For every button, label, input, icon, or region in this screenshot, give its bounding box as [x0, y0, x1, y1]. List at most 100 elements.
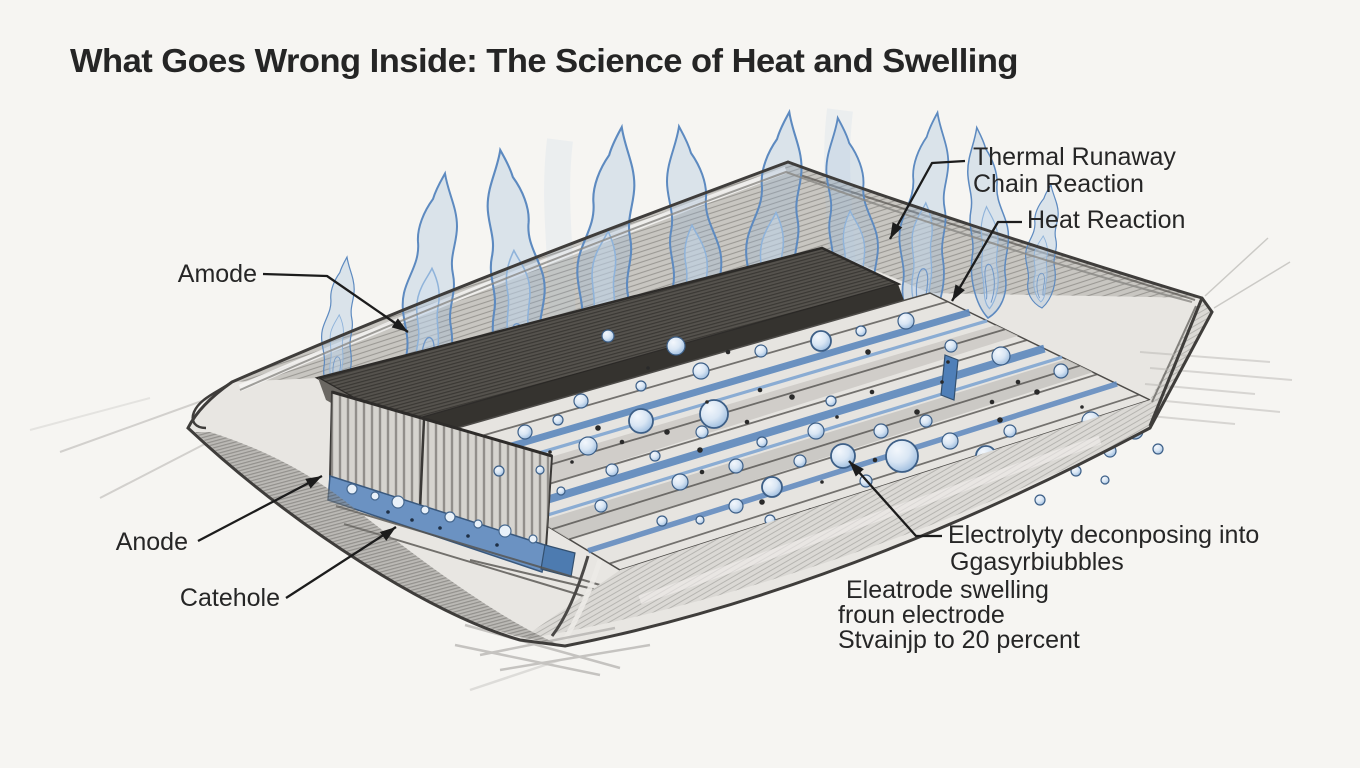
- heat-reaction-leader-line: [951, 220, 1022, 302]
- bubble: [944, 339, 958, 353]
- anode-label: Anode: [116, 528, 188, 556]
- electrolyte-label-line2: Ggasyrbiubbles: [950, 548, 1124, 576]
- swelling-label-line3: Stvainjp to 20 percent: [838, 626, 1080, 654]
- cathode-leader-line: [285, 526, 397, 599]
- bubble: [744, 419, 750, 425]
- bubble: [1152, 443, 1164, 455]
- bubble: [601, 329, 615, 343]
- bubble: [914, 409, 920, 415]
- label-swelling: Eleatrode swelling froun electrode Stvai…: [838, 576, 1080, 654]
- bubble: [535, 465, 545, 475]
- bubble: [761, 476, 783, 498]
- bubble: [756, 436, 768, 448]
- bubble: [466, 534, 470, 538]
- bubble: [793, 454, 807, 468]
- bubble: [897, 312, 915, 330]
- bubble: [728, 458, 744, 474]
- swelling-label-line1: Eleatrode swelling: [846, 576, 1049, 604]
- page-title: What Goes Wrong Inside: The Science of H…: [70, 42, 1018, 79]
- bubble: [940, 380, 944, 384]
- thermal-runaway-label-line2: Chain Reaction: [973, 170, 1144, 198]
- bubble: [1100, 475, 1110, 485]
- bubble: [671, 473, 689, 491]
- bubble: [573, 393, 589, 409]
- bubble: [759, 499, 765, 505]
- bubble: [605, 463, 619, 477]
- bubble: [391, 495, 405, 509]
- bubble: [872, 457, 878, 463]
- bubble: [386, 510, 390, 514]
- bubble: [493, 465, 505, 477]
- anode-leader-line: [197, 474, 323, 543]
- bubble: [656, 515, 668, 527]
- bubble: [635, 380, 647, 392]
- bubble: [873, 423, 889, 439]
- bubble: [789, 394, 795, 400]
- bubble: [646, 366, 650, 370]
- electrode-layer-stack: [406, 292, 1153, 571]
- bubble: [578, 436, 598, 456]
- amode-arrowhead: [391, 318, 408, 332]
- bubble: [619, 439, 625, 445]
- bubble: [495, 543, 499, 547]
- bubble: [473, 519, 483, 529]
- amode-label: Amode: [178, 260, 257, 288]
- bubble: [552, 414, 564, 426]
- bubble: [664, 429, 670, 435]
- bubble: [517, 424, 533, 440]
- bubble: [692, 362, 710, 380]
- bubble: [699, 399, 729, 429]
- bubble: [628, 408, 654, 434]
- bubble: [697, 447, 703, 453]
- bubble: [807, 422, 825, 440]
- bubble: [991, 346, 1011, 366]
- bubble: [885, 439, 919, 473]
- thermal-runaway-label-line1: Thermal Runaway: [973, 143, 1176, 171]
- bubble: [1034, 494, 1046, 506]
- pouch-outline: [186, 160, 1214, 648]
- bubble: [810, 330, 832, 352]
- bubble: [695, 515, 705, 525]
- bubble: [594, 499, 608, 513]
- bubble: [370, 491, 380, 501]
- right-corner-strokes: [1139, 237, 1293, 425]
- bubble: [548, 450, 552, 454]
- bubble: [869, 389, 875, 395]
- bubble: [695, 425, 709, 439]
- bubble: [728, 498, 744, 514]
- bubble: [444, 511, 456, 523]
- electrolyte-arrowhead: [849, 461, 864, 477]
- label-cathode: Catehole: [180, 526, 397, 612]
- label-amode: Amode: [178, 260, 409, 333]
- bubble: [420, 505, 430, 515]
- gas-bubbles: [493, 312, 1164, 527]
- bubble: [820, 480, 824, 484]
- bubble: [757, 387, 763, 393]
- bubble: [1053, 363, 1069, 379]
- bubble: [941, 432, 959, 450]
- amode-leader-line: [262, 272, 409, 333]
- heat-reaction-label: Heat Reaction: [1027, 206, 1185, 234]
- label-heat-reaction: Heat Reaction: [951, 206, 1185, 302]
- bubble: [556, 486, 566, 496]
- bubble: [705, 400, 709, 404]
- swelling-label-line2: froun electrode: [838, 601, 1005, 629]
- thermal-runaway-arrowhead: [890, 222, 903, 239]
- label-thermal-runaway: Thermal Runaway Chain Reaction: [888, 143, 1176, 240]
- electrolyte-band-bubbles: [346, 483, 538, 547]
- bubble: [835, 415, 839, 419]
- shadow-crosshatch: [454, 623, 651, 692]
- label-electrolyte: Electrolyty deconposing into Ggasyrbiubb…: [848, 460, 1259, 576]
- bubble: [666, 336, 686, 356]
- pouch-corner-curl: [191, 380, 233, 430]
- bubble: [528, 534, 538, 544]
- bubble: [410, 518, 414, 522]
- bubble: [699, 469, 705, 475]
- electrolyte-label-line1: Electrolyty deconposing into: [948, 521, 1259, 549]
- bubble: [570, 460, 574, 464]
- bubble: [1080, 405, 1084, 409]
- cathode-arrowhead: [379, 527, 396, 541]
- heat-reaction-arrowhead: [952, 284, 965, 301]
